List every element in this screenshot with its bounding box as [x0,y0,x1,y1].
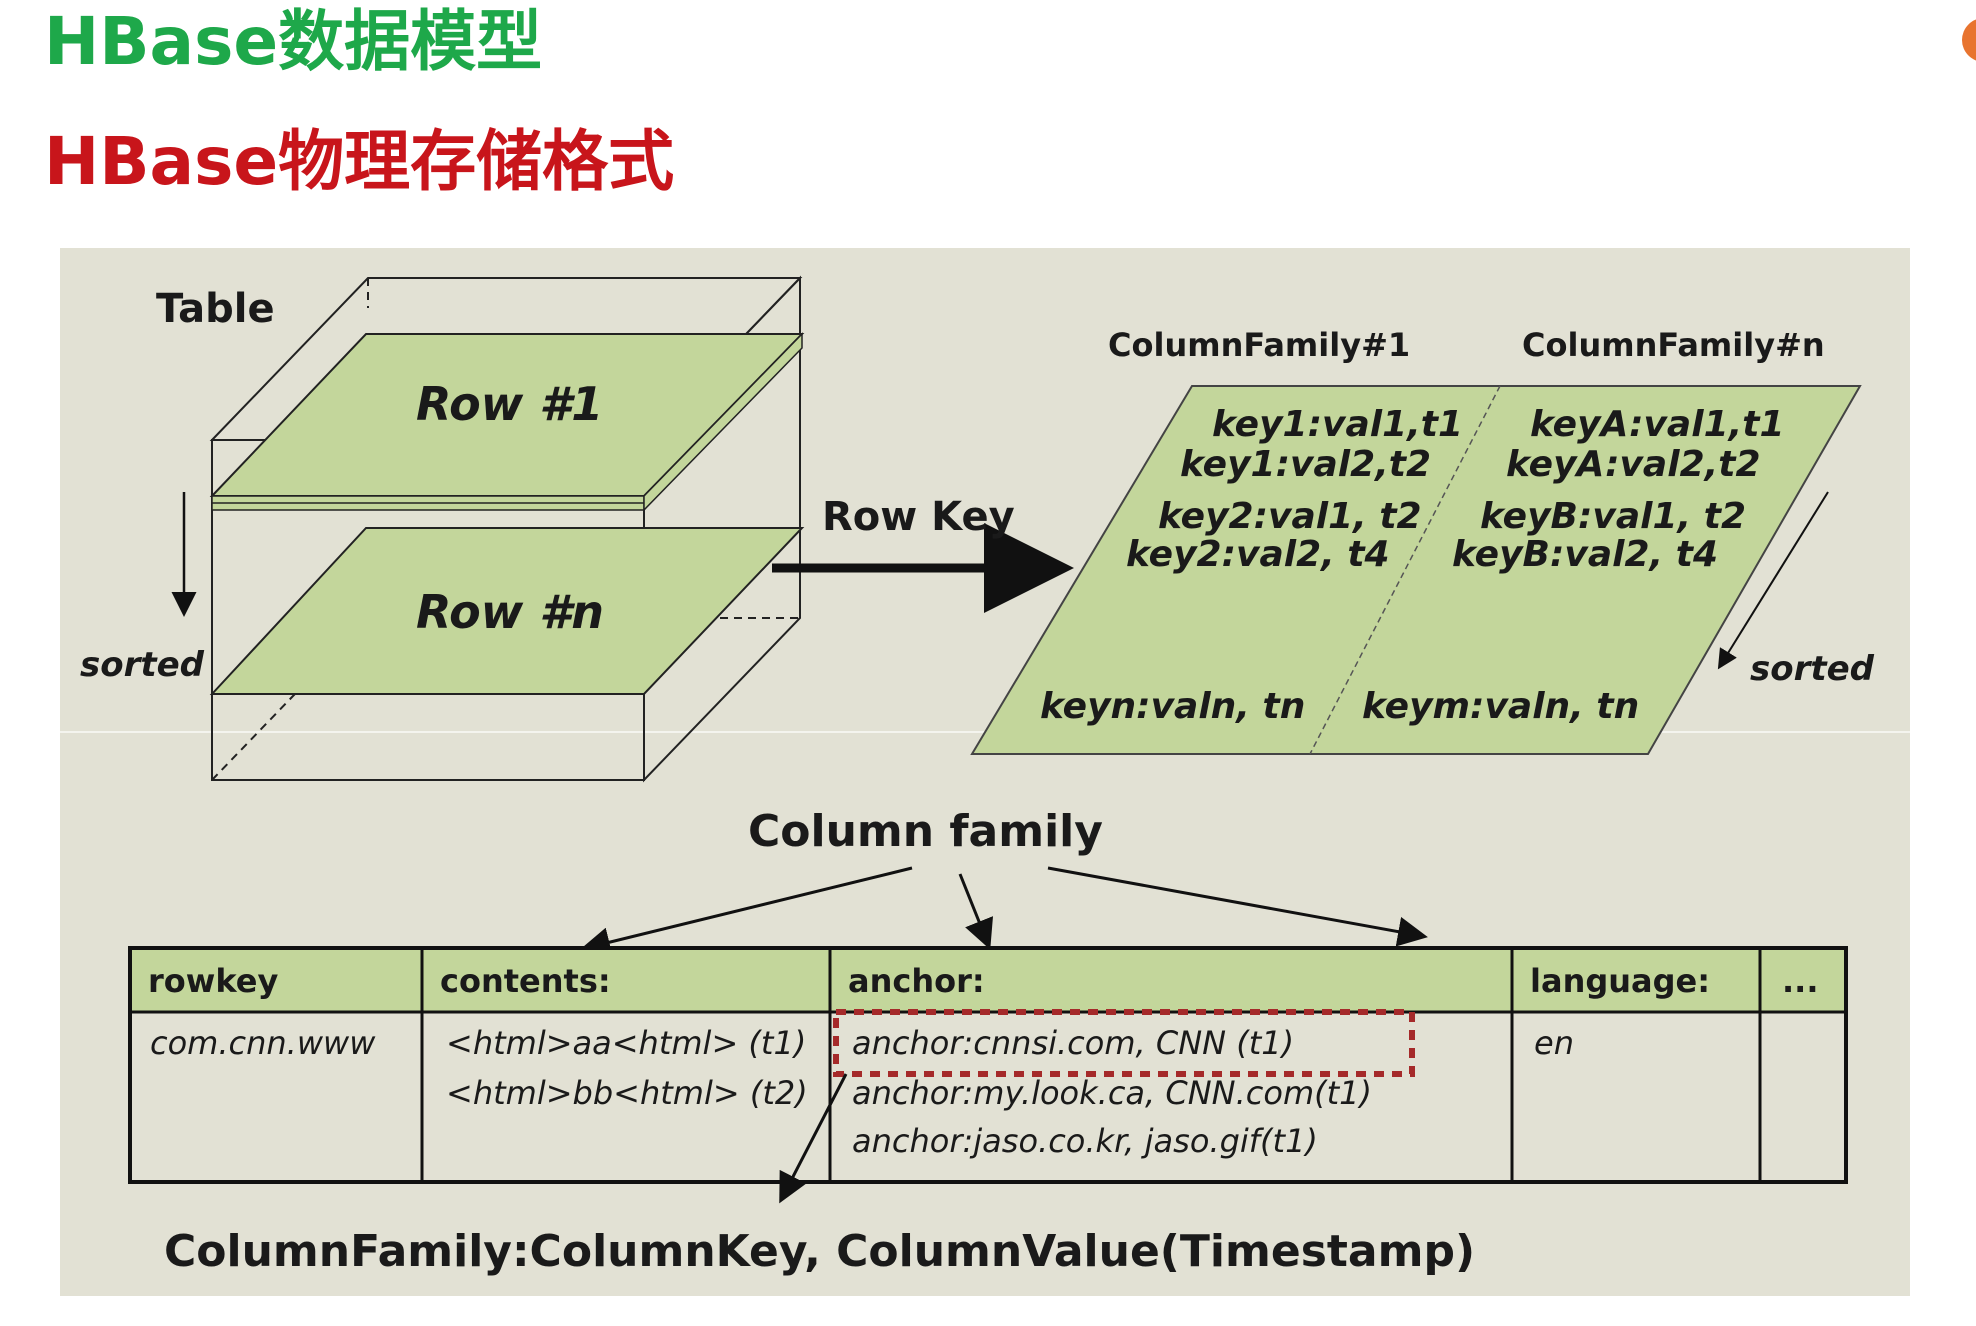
table-header-language: language: [1530,962,1710,1000]
table-cell-anchor: anchor:my.look.ca, CNN.com(t1) [852,1074,1372,1112]
table-cell-language: en [1534,1024,1574,1062]
column-family-panel [970,385,1862,755]
cfn-entry: keyB:val2, t4 [1452,534,1718,575]
row-first-label: Row #1 [416,377,603,431]
hbase-storage-diagram: Table Row #1 Row #n sorted Row Key Colum… [60,248,1910,1296]
cf1-entry: keyn:valn, tn [1040,686,1305,727]
table-cell-anchor: anchor:cnnsi.com, CNN (t1) [852,1024,1294,1062]
highlight-box [833,1009,1415,1077]
column-family-n-label: ColumnFamily#n [1522,326,1825,364]
column-family-arrow [958,873,994,950]
row-last-label: Row #n [416,585,604,639]
cfn-entry: keyA:val2,t2 [1506,444,1761,485]
page-title: HBase数据模型 [44,3,543,80]
cfn-entry: keym:valn, tn [1362,686,1639,727]
cfn-entry: keyA:val1,t1 [1530,404,1785,445]
orange-dot-icon [1962,18,1976,62]
table-cell-anchor: anchor:jaso.co.kr, jaso.gif(t1) [852,1122,1318,1160]
row-slab-first [209,332,805,512]
cf1-entry: key2:val2, t4 [1126,534,1390,575]
row-key-label: Row Key [822,494,1015,540]
bottom-format-label: ColumnFamily:ColumnKey, ColumnValue(Time… [164,1226,1475,1277]
table-header-anchor: anchor: [848,962,985,1000]
table-cell-contents: <html>aa<html> (t1) [446,1024,806,1062]
row-slab-last [209,527,805,695]
sorted-arrow-right [1717,491,1829,670]
cf1-entry: key1:val2,t2 [1180,444,1431,485]
table-header-contents: contents: [440,962,611,1000]
sorted-left-label: sorted [80,645,205,685]
column-family-arrow [580,866,913,957]
column-family-arrow [1047,866,1428,947]
column-family-1-label: ColumnFamily#1 [1108,326,1410,364]
table-header-more: ... [1782,962,1818,1000]
table-cell-rowkey: com.cnn.www [150,1024,376,1062]
table-label: Table [156,286,275,332]
table-cell-contents: <html>bb<html> (t2) [446,1074,808,1112]
storage-table [128,946,1848,1184]
sorted-right-label: sorted [1750,649,1875,689]
cfn-entry: keyB:val1, t2 [1480,496,1746,537]
cf1-entry: key2:val1, t2 [1158,496,1422,537]
table-header-rowkey: rowkey [148,962,278,1000]
page-subtitle: HBase物理存储格式 [44,123,675,200]
column-family-label: Column family [748,806,1103,857]
column-key-arrow [779,1073,848,1204]
cf1-entry: key1:val1,t1 [1212,404,1463,445]
